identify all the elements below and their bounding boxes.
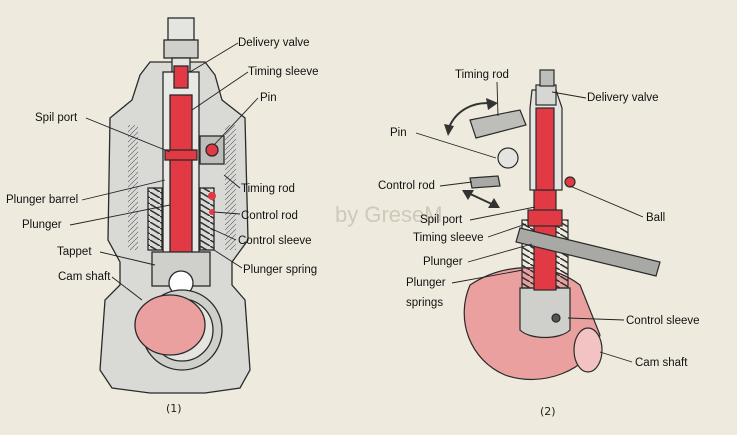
plunger xyxy=(169,94,193,256)
figure2-leaders xyxy=(415,81,644,363)
timing-rod-2 xyxy=(469,109,527,139)
label-pin: Pin xyxy=(260,92,277,104)
plunger-spring-right xyxy=(199,187,215,251)
label-timing-sleeve-2: Timing sleeve xyxy=(413,232,484,244)
delivery-valve-2 xyxy=(535,84,557,106)
label-spil-port-2: Spil port xyxy=(420,214,463,226)
control-rod-2 xyxy=(515,227,661,277)
watermark: by GreseM xyxy=(335,202,443,227)
label-plunger-2: Plunger xyxy=(423,256,463,268)
label-timing-sleeve: Timing sleeve xyxy=(248,66,319,78)
label-control-rod-2: Control rod xyxy=(378,180,435,192)
figure2-labels: Timing rod Delivery valve Pin Control ro… xyxy=(378,69,700,418)
label-cam-shaft-2: Cam shaft xyxy=(635,357,688,369)
label-timing-rod: Timing rod xyxy=(241,183,295,195)
label-ball: Ball xyxy=(646,212,665,224)
figure1-leaders xyxy=(69,42,259,301)
label-delivery-valve: Delivery valve xyxy=(238,37,310,49)
figure1-pump-section xyxy=(99,17,251,394)
caption-figure1: (1) xyxy=(166,402,182,415)
delivery-valve xyxy=(173,65,189,89)
label-spil-port: Spil port xyxy=(35,112,78,124)
figure2-arrows xyxy=(444,98,500,208)
label-cam-shaft: Cam shaft xyxy=(58,271,111,283)
label-tappet: Tappet xyxy=(57,246,92,258)
label-control-sleeve-2: Control sleeve xyxy=(626,315,700,327)
label-delivery-valve-2: Delivery valve xyxy=(587,92,659,104)
ball xyxy=(564,176,576,188)
figure2-exploded-view xyxy=(463,69,661,381)
label-plunger-springs-line2: springs xyxy=(406,297,443,309)
caption-figure2: (2) xyxy=(540,405,556,418)
delivery-fitting xyxy=(167,17,195,41)
label-plunger: Plunger xyxy=(22,219,62,231)
label-control-sleeve: Control sleeve xyxy=(238,235,312,247)
cam-lobe xyxy=(134,294,206,356)
pin-2 xyxy=(497,147,519,169)
figure1-labels: Delivery valve Timing sleeve Pin Spil po… xyxy=(6,37,319,415)
pin xyxy=(205,143,219,157)
label-timing-rod-2: Timing rod xyxy=(455,69,509,81)
label-pin-2: Pin xyxy=(390,127,407,139)
label-plunger-springs-line1: Plunger xyxy=(406,277,446,289)
label-plunger-barrel: Plunger barrel xyxy=(6,194,78,206)
label-plunger-spring: Plunger spring xyxy=(243,264,317,276)
plunger-spring-left xyxy=(147,187,163,251)
control-sleeve xyxy=(519,287,571,339)
label-control-rod: Control rod xyxy=(241,210,298,222)
